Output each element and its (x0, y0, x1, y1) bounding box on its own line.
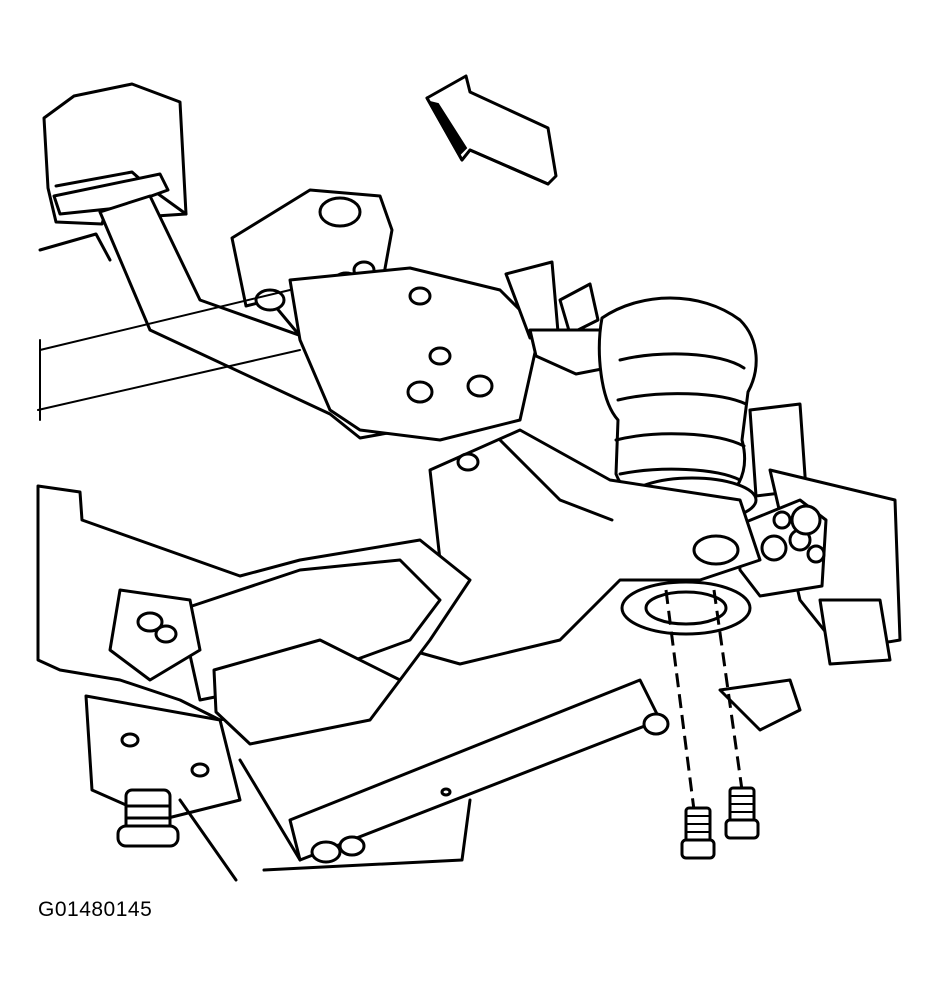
lower-left-bushing (116, 788, 180, 848)
lower-nuts (310, 835, 366, 864)
mounting-bolt-left (680, 806, 716, 860)
lower-crossmember (36, 484, 802, 882)
right-bracket-assembly (734, 402, 902, 666)
upper-frame-rail (37, 82, 642, 442)
mounting-bolt-right (724, 786, 760, 840)
bolt-installation-lines (664, 589, 744, 811)
front-direction-arrow (425, 74, 558, 186)
figure-caption: G01480145 (38, 898, 153, 921)
